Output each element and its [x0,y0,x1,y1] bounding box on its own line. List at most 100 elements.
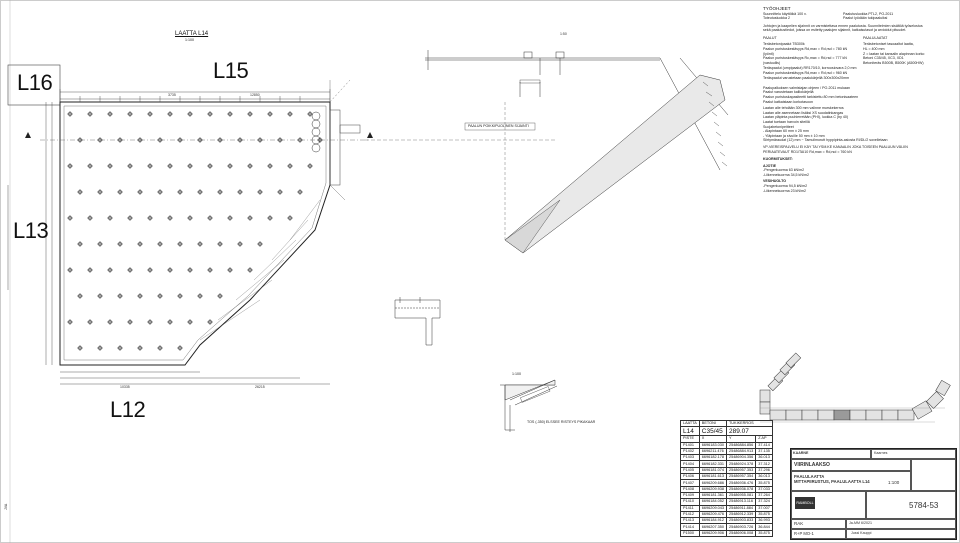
para3-4: Suojabetonipeitteet [763,124,794,129]
table-cell: 25486924.378 [725,460,757,468]
area-label-l12: L12 [110,397,146,422]
table-cell: 36.013 [755,473,773,481]
para4-1: PERIAATEVAUT RD1/TAI10 Rd,max = Rd,rsd =… [763,149,852,154]
section-note: TOS (-350) ELSSEE RISTEYS PIKAKAAR [527,420,596,424]
table-cell: 6696209.906 [698,529,727,538]
paalulaatat-3: Betoni C35/45, XC3, XD1 [863,56,904,61]
table-cell: 6696181.074 [698,466,727,475]
paalut-4: (vastuullis) [763,60,781,65]
table-cell: 25486912.339 [725,510,757,519]
drawing-scale: 1:100 [888,480,900,485]
svg-text:26215: 26215 [255,385,265,389]
signature: Jussi Kauppi [851,531,872,535]
table-cell: 37.312 [755,460,773,468]
paalulaatat-4: Betoniteräs B500B, B500K (A500HW) [863,60,924,65]
table-cell: 6696209.686 [698,479,727,487]
pile-coordinate-table: LAATTA BETONI TUKIKERROS L14 C35/45 289.… [680,419,773,538]
area-label-l16: L16 [17,70,53,95]
paalulaatat-head: PAALULAATAT [863,35,888,40]
para3-1: Laatan alle asennetaan lisäksi XS suodat… [763,110,844,115]
table-head-laatta: LAATTA [680,419,700,428]
table-cell: 37.264 [755,491,773,500]
table-cell: 6696209.043 [698,504,727,512]
table-cell: 25486936.476 [725,479,757,487]
paalut-1: Paalun puristuskestävyys Rd,max = Rd,rsd… [763,46,848,51]
table-cell: 25486903.726 [725,523,757,531]
intro-right-1: Paalut lyödään tukipaaluiksi [843,16,888,21]
para3-0: Laatan alle tehdään 300 mm valinne mursk… [763,106,844,111]
pile-grid [67,111,323,351]
table-cell: 6696181.613 [698,473,727,481]
tie-line [253,239,297,281]
table-cell: 25486957.353 [725,466,757,475]
ajotie-head: AJOTIE [763,163,776,168]
table-cell: 6696182.331 [698,460,727,468]
table-cell: 36.013 [755,454,773,462]
notes-para1-1: sekä paalutustiedot, joissa on esitetty … [763,28,907,33]
table-cell: 37.324 [755,498,773,506]
table-value-laatta: L14 [680,426,700,437]
table-cell: 25486955.081 [725,491,757,500]
paalulaatat-1: HL = 400 mm [863,46,885,51]
intro-left-1: Toteutusluokka 2 [763,16,790,21]
intro-right-0: Paalutusluokka PTL2, PO-2011 [843,11,894,16]
paalulaatat-2: Z = laatan tai kansalin alapinnan korko [863,51,925,56]
ajotie-1: -Liikennekuorma 34,5 kN/m2 [763,172,809,177]
vesihuolto-head: VESIHUOLTO [763,179,787,184]
tie-line [289,199,321,241]
side-stamp: JVA [4,503,8,510]
table-cell: 6696182.178 [698,454,727,462]
para3-2: Laatan yläpinta puuhierretään (PHI), luo… [763,115,849,120]
slab-scale: 1:100 [185,38,194,42]
company-logo: RAMBOLL [795,497,815,509]
paalut-2: (lyönti) [763,51,774,56]
area-name: VIIRINLAAKSO [794,462,830,468]
area-label-l13: L13 [13,218,49,243]
col-zap: Z AP [755,435,773,443]
table-cell: 25486904.356 [725,454,757,462]
table-cell: 35.875 [755,529,773,538]
paalut-7: Teräspaalut varustetaan paalukärjellä 30… [763,75,850,80]
para3-3: Laatat tuetaan harvoin siteillä [763,119,810,124]
paalulaatat-0: Teräsbetoniset tasoaaltot laatta, [863,42,914,47]
table-cell: 25486913.116 [725,498,757,506]
project-small: KAARNE [793,451,809,455]
vesihuolto-0: -Pengerkuorma 94,5 kN/m2 [763,184,808,189]
para2-0: Paalupalkoksen valmistajan ohjeen / PO-2… [763,85,851,90]
svg-text:3735: 3735 [168,93,176,97]
para2-2: Paalun puristuskapasiteetti tarkistettu … [763,94,859,99]
section-scale: 1:100 [512,372,521,376]
table-cell: 25486906.008 [725,529,757,538]
para3-5: - Alapintaan 60 mm ± 25 mm [763,129,809,134]
table-head-tukikerros: TUKIKERROS [725,419,773,428]
drawing-type: RAK [794,521,804,526]
ajotie-0: -Pengerkuorma 63 kN/m2 [763,168,805,173]
notes-title: TYÖOHJEET [763,6,791,11]
table-cell: 6696183.030 [698,441,727,449]
drawing-date: Ja-MM 6/2021 [849,521,872,525]
col-y: Y [725,435,757,443]
slab-title: LAATTA L14 [175,31,209,37]
table-cell: 6696181.361 [698,491,727,500]
table-cell: 6696184.052 [698,498,727,506]
client-name: Kaarnes [874,451,888,455]
table-cell: 25486936.078 [725,485,757,493]
drawing-number: 5784-53 [909,501,939,510]
paalut-5: Teräspaalut (umpipaalut) RR170/10, korro… [763,66,857,71]
para3-7: Siirtymäraudat (12) mm ~ Tamuilmorutt hy… [763,138,888,143]
table-cell: 25486884.913 [725,447,757,456]
table-cell: 6696209.476 [698,510,727,519]
svg-text:12850: 12850 [250,93,260,97]
table-cell: 6696209.938 [698,485,727,493]
area-label-l15: L15 [213,58,249,83]
